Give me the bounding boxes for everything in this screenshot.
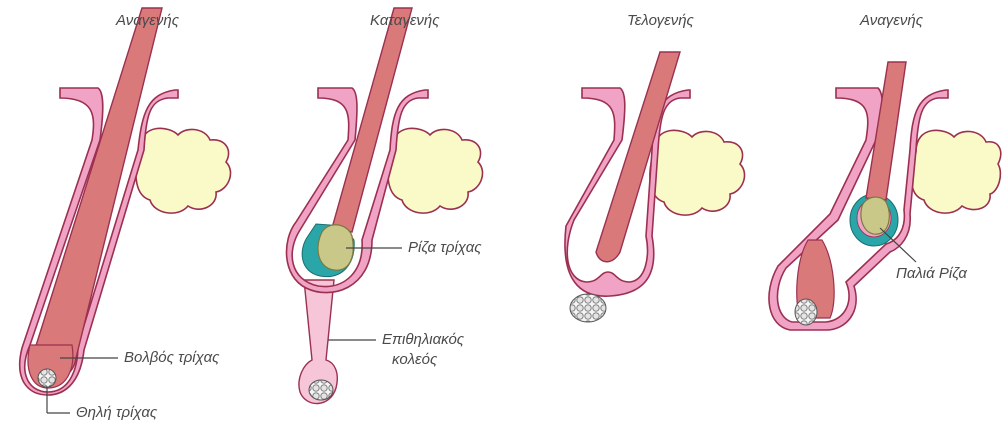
label-hair-root: Ρίζα τρίχας: [408, 239, 482, 257]
dermal-papilla-3: [570, 294, 606, 322]
dermal-papilla-2: [309, 380, 333, 400]
sebaceous-gland-2: [388, 128, 483, 213]
stage-title-anagen-1: Αναγενής: [116, 12, 179, 30]
label-epithelial-sheath-1: Επιθηλιακός: [382, 331, 464, 349]
stage-title-telogen: Τελογενής: [627, 12, 694, 30]
dermal-papilla-4: [795, 299, 817, 325]
label-old-root: Παλιά Ρίζα: [896, 265, 967, 283]
sebaceous-gland-1: [136, 128, 231, 213]
label-dermal-papilla: Θηλή τρίχας: [76, 404, 157, 422]
telogen-follicle: [565, 52, 745, 322]
old-hair-root: [861, 197, 889, 234]
label-hair-bulb: Βολβός τρίχας: [124, 349, 219, 367]
dermal-papilla-1: [38, 369, 56, 387]
anagen-follicle-1: [20, 8, 231, 395]
stage-title-catagen: Καταγενής: [370, 12, 440, 30]
anagen-follicle-2: [769, 62, 1001, 330]
sebaceous-gland-4: [911, 130, 1000, 213]
stage-title-anagen-2: Αναγενής: [860, 12, 923, 30]
label-epithelial-sheath-2: κολεός: [392, 351, 437, 369]
sebaceous-gland-3: [650, 130, 745, 215]
